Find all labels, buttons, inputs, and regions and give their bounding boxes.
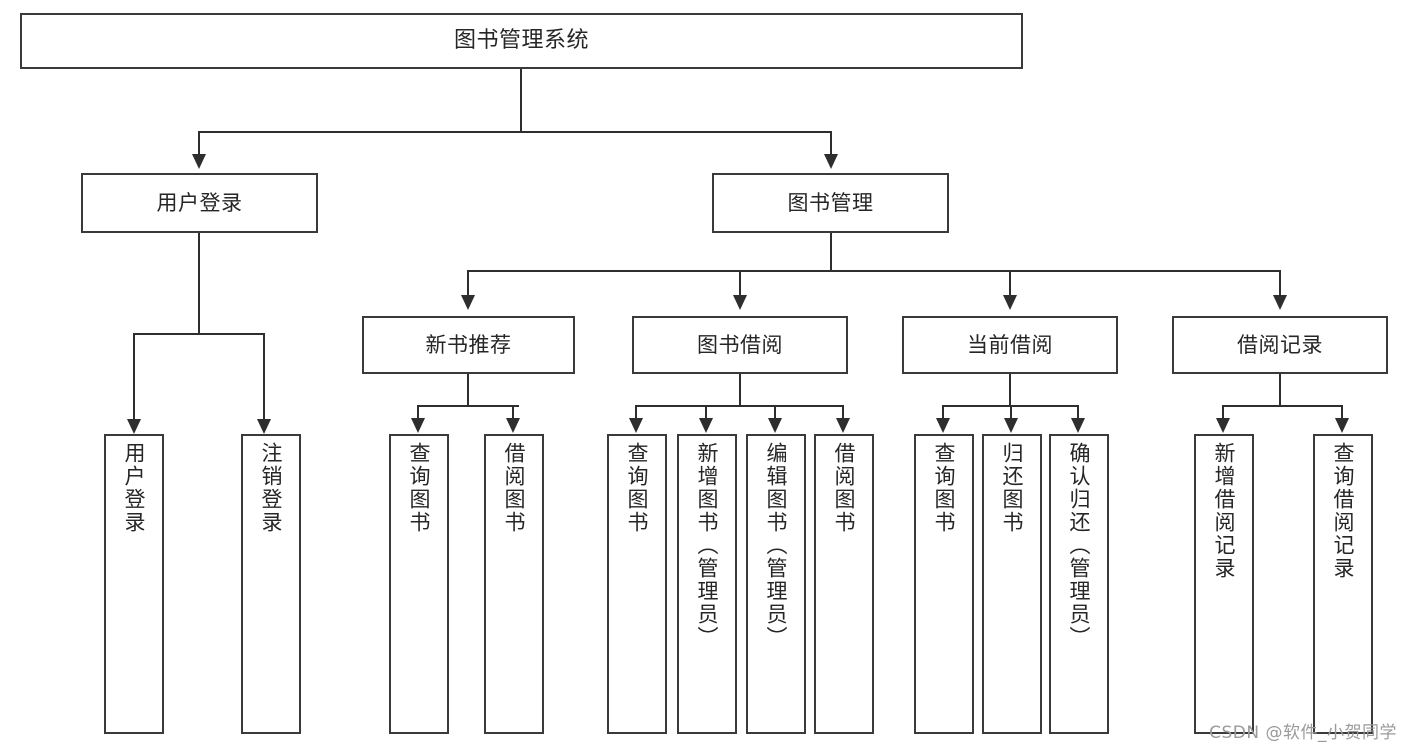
arrowhead-book-borrow-leaf-3 [768, 418, 782, 433]
arrowhead-new-book-leaf-1 [411, 418, 425, 433]
connector-borrow-record-bar [1222, 405, 1342, 407]
connector-book-mgmt-drop-4 [1279, 270, 1281, 297]
leaf-new-book-query[interactable]: 查询图书 [389, 434, 449, 734]
node-label: 用户登录 [122, 442, 147, 534]
node-label: 用户登录 [156, 190, 243, 215]
connector-root-bar [198, 131, 832, 133]
node-label: 归还图书 [1000, 442, 1025, 534]
connector-book-mgmt-bar [467, 270, 1281, 272]
arrowhead-to-borrow-record [1273, 295, 1287, 310]
leaf-borrow-record-add[interactable]: 新增借阅记录 [1194, 434, 1254, 734]
node-label: 借阅记录 [1237, 332, 1323, 357]
leaf-current-borrow-confirm-return[interactable]: 确认归还（管理员） [1049, 434, 1109, 734]
arrowhead-borrow-record-leaf-1 [1216, 418, 1230, 433]
connector-user-login-drop-2 [263, 333, 265, 421]
node-label: 查询借阅记录 [1331, 442, 1356, 580]
leaf-book-borrow-edit[interactable]: 编辑图书（管理员） [746, 434, 806, 734]
arrowhead-to-current-borrow [1003, 295, 1017, 310]
node-label: 图书管理系统 [453, 28, 589, 54]
leaf-borrow-record-query[interactable]: 查询借阅记录 [1313, 434, 1373, 734]
leaf-book-borrow-borrow[interactable]: 借阅图书 [814, 434, 874, 734]
connector-borrow-record-stem [1279, 374, 1281, 406]
leaf-new-book-borrow[interactable]: 借阅图书 [484, 434, 544, 734]
leaf-user-login-login[interactable]: 用户登录 [104, 434, 164, 734]
arrowhead-new-book-leaf-2 [506, 418, 520, 433]
connector-book-mgmt-stem [830, 233, 832, 271]
connector-book-borrow-drop-2 [705, 405, 707, 419]
node-label: 图书借阅 [697, 332, 783, 357]
arrowhead-root-to-user-login [192, 154, 206, 169]
connector-book-mgmt-drop-2 [739, 270, 741, 297]
leaf-user-login-logout[interactable]: 注销登录 [241, 434, 301, 734]
node-current-borrow[interactable]: 当前借阅 [902, 316, 1118, 374]
node-borrow-record[interactable]: 借阅记录 [1172, 316, 1388, 374]
arrowhead-book-borrow-leaf-1 [629, 418, 643, 433]
connector-current-borrow-stem [1009, 374, 1011, 406]
node-label: 注销登录 [259, 442, 284, 534]
node-root-system[interactable]: 图书管理系统 [20, 13, 1023, 69]
node-user-login[interactable]: 用户登录 [81, 173, 318, 233]
connector-current-borrow-drop-1 [942, 405, 944, 419]
leaf-current-borrow-query[interactable]: 查询图书 [914, 434, 974, 734]
arrowhead-book-borrow-leaf-4 [836, 418, 850, 433]
node-label: 借阅图书 [502, 442, 527, 534]
node-label: 借阅图书 [832, 442, 857, 534]
connector-new-book-bar [417, 405, 519, 407]
arrowhead-user-login-leaf-2 [257, 419, 271, 434]
connector-user-login-stem [198, 233, 200, 334]
connector-user-login-drop-1 [133, 333, 135, 421]
arrowhead-current-borrow-leaf-1 [936, 418, 950, 433]
connector-user-login-bar [133, 333, 265, 335]
connector-current-borrow-drop-2 [1010, 405, 1012, 419]
leaf-book-borrow-add[interactable]: 新增图书（管理员） [677, 434, 737, 734]
connector-book-borrow-drop-1 [635, 405, 637, 419]
arrowhead-current-borrow-leaf-3 [1071, 418, 1085, 433]
arrowhead-root-to-book-mgmt [824, 154, 838, 169]
node-label: 编辑图书（管理员） [764, 442, 789, 649]
arrowhead-current-borrow-leaf-2 [1004, 418, 1018, 433]
connector-borrow-record-drop-1 [1222, 405, 1224, 419]
connector-current-borrow-drop-3 [1077, 405, 1079, 419]
node-label: 新增图书（管理员） [695, 442, 720, 649]
node-label: 查询图书 [407, 442, 432, 534]
connector-book-mgmt-drop-3 [1009, 270, 1011, 297]
node-label: 新增借阅记录 [1212, 442, 1237, 580]
connector-book-borrow-bar [635, 405, 844, 407]
connector-root-stem [520, 69, 522, 132]
node-new-book-recommend[interactable]: 新书推荐 [362, 316, 575, 374]
node-label: 查询图书 [932, 442, 957, 534]
arrowhead-book-borrow-leaf-2 [699, 418, 713, 433]
node-label: 查询图书 [625, 442, 650, 534]
node-label: 图书管理 [787, 190, 874, 215]
arrowhead-borrow-record-leaf-2 [1335, 418, 1349, 433]
node-book-management[interactable]: 图书管理 [712, 173, 949, 233]
node-label: 当前借阅 [967, 332, 1053, 357]
leaf-current-borrow-return[interactable]: 归还图书 [982, 434, 1042, 734]
connector-borrow-record-drop-2 [1341, 405, 1343, 419]
connector-new-book-drop-2 [512, 405, 514, 419]
connector-book-borrow-stem [739, 374, 741, 406]
connector-new-book-stem [467, 374, 469, 406]
leaf-book-borrow-query[interactable]: 查询图书 [607, 434, 667, 734]
arrowhead-user-login-leaf-1 [127, 419, 141, 434]
connector-new-book-drop-1 [417, 405, 419, 419]
node-label: 确认归还（管理员） [1067, 442, 1092, 649]
arrowhead-to-new-book-recommend [461, 295, 475, 310]
connector-book-borrow-drop-3 [774, 405, 776, 419]
connector-book-mgmt-drop-1 [467, 270, 469, 297]
node-book-borrow[interactable]: 图书借阅 [632, 316, 848, 374]
connector-book-borrow-drop-4 [842, 405, 844, 419]
node-label: 新书推荐 [425, 332, 512, 357]
connector-root-drop-book [830, 131, 832, 156]
connector-root-drop-user [198, 131, 200, 156]
arrowhead-to-book-borrow [733, 295, 747, 310]
